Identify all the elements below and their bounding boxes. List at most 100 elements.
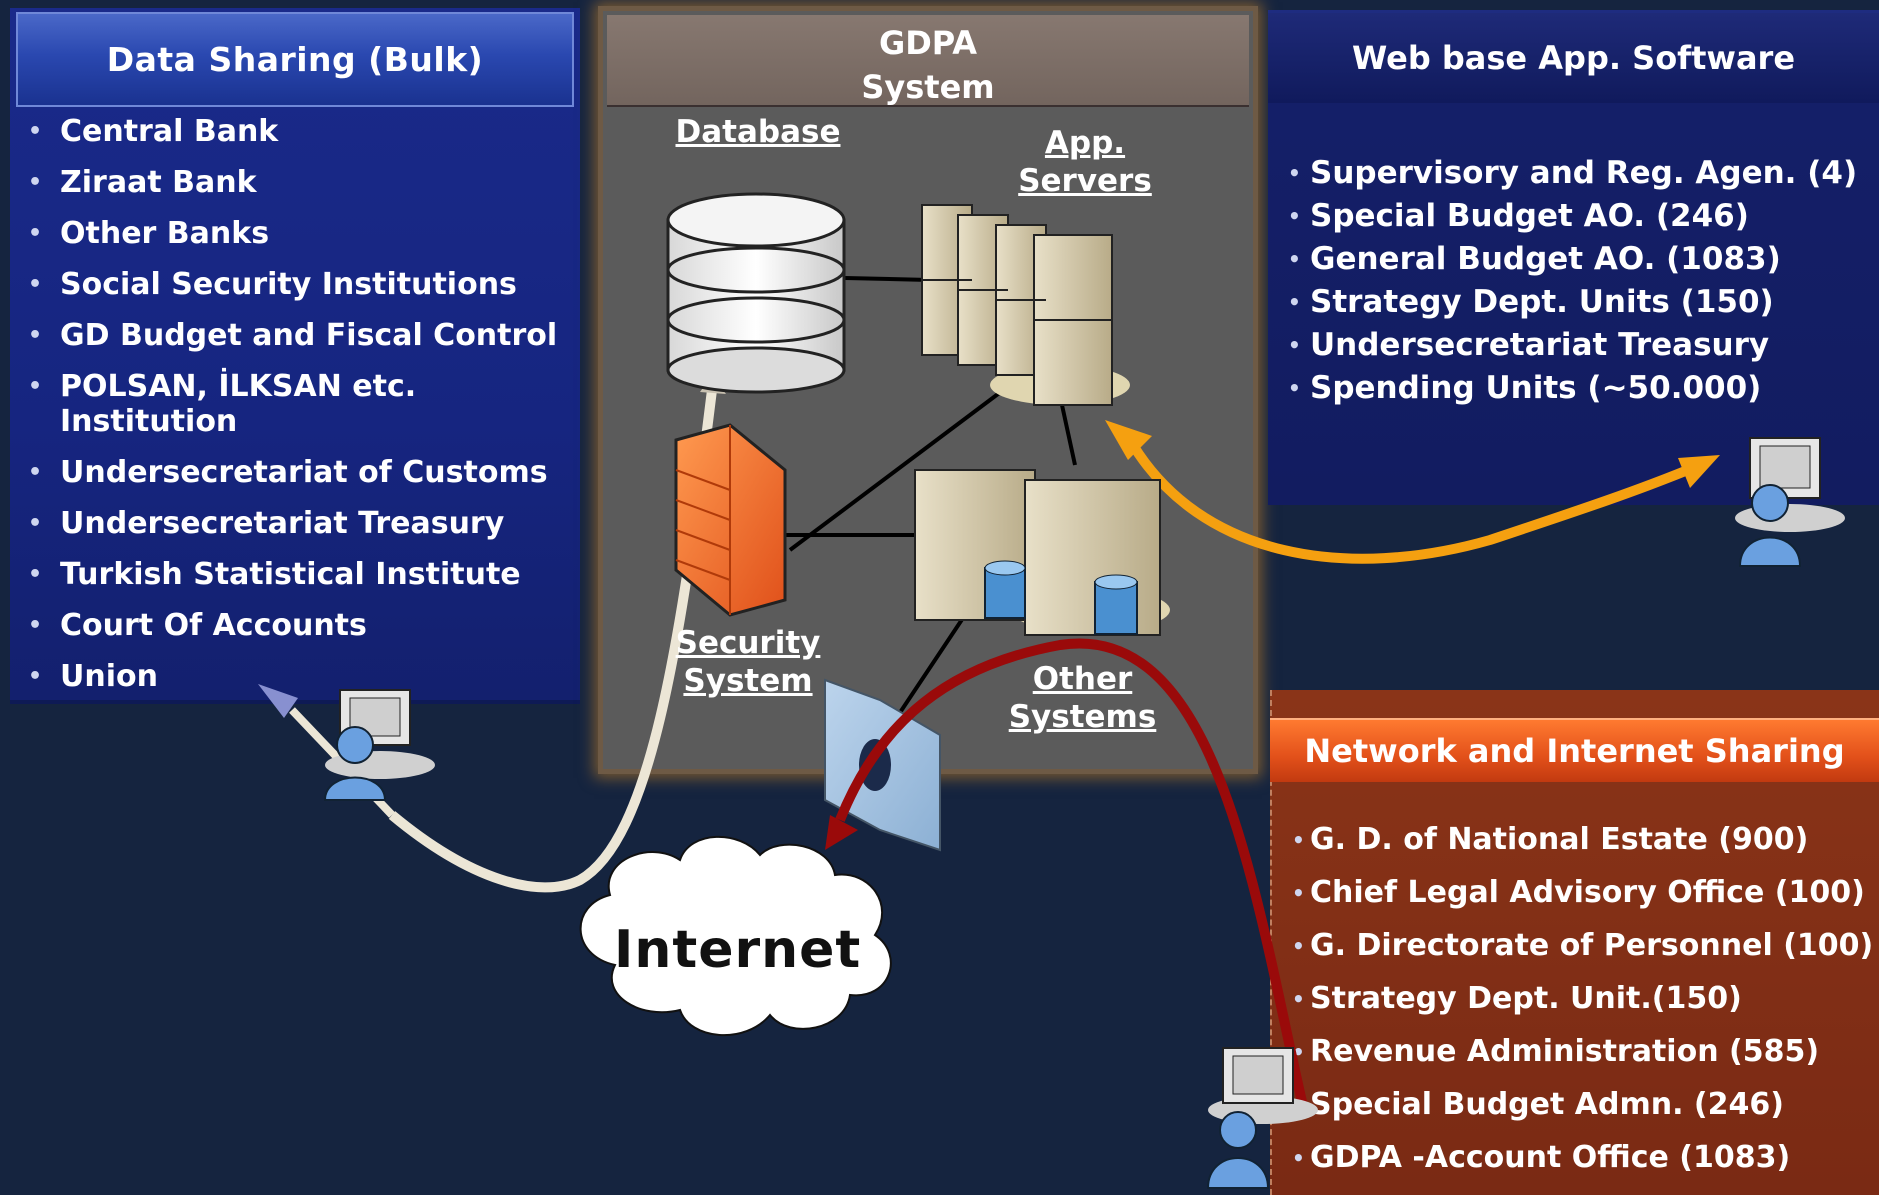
bullet-icon: •	[28, 562, 43, 587]
bulk-sharing-item: • Court Of Accounts	[14, 608, 572, 643]
web-app-item: • Strategy Dept. Units (150)	[1288, 281, 1857, 324]
bullet-icon: •	[1288, 204, 1301, 228]
network-sharing-item: • GDPA -Account Office (1083)	[1292, 1140, 1873, 1176]
app-servers-line2: Servers	[1018, 163, 1152, 199]
bulk-sharing-panel: Data Sharing (Bulk) •Central Bank•Ziraat…	[10, 8, 580, 704]
bullet-icon: •	[1288, 247, 1301, 271]
bulk-sharing-item-label: Ziraat Bank	[60, 165, 257, 200]
network-sharing-item: •Chief Legal Advisory Office (100)	[1292, 875, 1873, 911]
database-label: Database	[675, 114, 841, 150]
network-sharing-item-label: Special Budget Admn. (246)	[1310, 1087, 1784, 1122]
bullet-icon: •	[28, 460, 43, 485]
bulk-sharing-item-label: Central Bank	[60, 114, 279, 149]
bulk-sharing-item-label: Social Security Institutions	[60, 267, 517, 302]
web-app-item: • Supervisory and Reg. Agen. (4)	[1288, 152, 1857, 195]
bullet-icon: •	[1292, 881, 1305, 905]
app-servers-label: App. Servers	[1010, 124, 1160, 200]
server-cluster-icon	[921, 204, 1130, 406]
bulk-sharing-item: • POLSAN, İLKSAN etc. Institution	[14, 369, 572, 439]
other-systems-label: Other Systems	[1000, 660, 1165, 736]
bulk-sharing-item: • Ziraat Bank	[14, 165, 572, 200]
network-sharing-item-label: Chief Legal Advisory Office (100)	[1310, 875, 1865, 910]
bullet-icon: •	[28, 323, 43, 348]
bullet-icon: •	[28, 664, 43, 689]
bulk-sharing-item-label: GD Budget and Fiscal Control	[60, 318, 558, 353]
database-icon	[666, 192, 846, 394]
network-sharing-item-label: G. D. of National Estate (900)	[1310, 822, 1809, 857]
gdpa-title-line2: System	[861, 68, 995, 106]
bulk-sharing-item: • Social Security Institutions	[14, 267, 572, 302]
security-line1: Security	[675, 625, 821, 661]
bulk-sharing-item-label: Turkish Statistical Institute	[60, 557, 521, 592]
bullet-icon: •	[28, 613, 43, 638]
web-app-item-label: Supervisory and Reg. Agen. (4)	[1310, 155, 1858, 191]
network-sharing-item: •G. Directorate of Personnel (100)	[1292, 928, 1873, 964]
bullet-icon: •	[1288, 161, 1301, 185]
workstation-user-icon-right-bottom	[1206, 1047, 1318, 1189]
bullet-icon: •	[1288, 333, 1301, 357]
cloud-icon	[579, 835, 892, 1036]
bulk-sharing-item-label: POLSAN, İLKSAN etc. Institution	[60, 369, 417, 439]
web-app-item: • General Budget AO. (1083)	[1288, 238, 1857, 281]
web-app-item: • Undersecretariat Treasury	[1288, 324, 1857, 367]
bulk-sharing-item: • Other Banks	[14, 216, 572, 251]
bulk-sharing-item: • Undersecretariat Treasury	[14, 506, 572, 541]
network-sharing-item-label: Strategy Dept. Unit.(150)	[1310, 981, 1742, 1016]
bullet-icon: •	[28, 272, 43, 297]
web-app-panel: Web base App. Software	[1268, 10, 1879, 505]
connection-lines	[785, 276, 1077, 722]
web-app-item-label: Special Budget AO. (246)	[1310, 198, 1749, 234]
web-app-item-label: Strategy Dept. Units (150)	[1310, 284, 1774, 320]
network-sharing-item: •Special Budget Admn. (246)	[1292, 1087, 1873, 1123]
bullet-icon: •	[1288, 290, 1301, 314]
workstation-user-icon-left	[323, 689, 435, 801]
bulk-sharing-item: • Union	[14, 659, 572, 694]
bullet-icon: •	[28, 511, 43, 536]
bullet-icon: •	[1292, 987, 1305, 1011]
other-line2: Systems	[1008, 699, 1157, 735]
gdpa-system-title: GDPA System	[607, 15, 1249, 107]
network-sharing-item: •Strategy Dept. Unit.(150)	[1292, 981, 1873, 1017]
bulk-sharing-item-label: Other Banks	[60, 216, 270, 251]
security-system-label: Security System	[668, 624, 828, 700]
gdpa-title-line1: GDPA	[878, 24, 978, 62]
internet-label: Internet	[614, 920, 862, 980]
network-sharing-arrow	[825, 638, 1310, 1117]
bullet-icon: •	[28, 374, 43, 399]
bullet-icon: •	[1288, 376, 1301, 400]
workstation-user-icon-right-top	[1735, 437, 1845, 567]
web-app-arrow	[1105, 420, 1720, 564]
bulk-sharing-arrow	[258, 375, 726, 893]
web-app-item-label: General Budget AO. (1083)	[1310, 241, 1781, 277]
bulk-sharing-title: Data Sharing (Bulk)	[16, 12, 574, 107]
web-app-item: • Spending Units (~50.000)	[1288, 367, 1857, 410]
bulk-sharing-item-label: Undersecretariat of Customs	[60, 455, 548, 490]
bulk-sharing-item-label: Undersecretariat Treasury	[60, 506, 505, 541]
security-line2: System	[683, 663, 813, 699]
network-sharing-item-label: GDPA -Account Office (1083)	[1310, 1140, 1791, 1175]
bullet-icon: •	[28, 221, 43, 246]
web-app-item-label: Spending Units (~50.000)	[1310, 370, 1762, 406]
bullet-icon: •	[1292, 1146, 1305, 1170]
network-sharing-list: •G. D. of National Estate (900)•Chief Le…	[1292, 822, 1873, 1193]
web-app-item-label: Undersecretariat Treasury	[1310, 327, 1770, 363]
wall-gateway-icon	[824, 678, 941, 852]
bulk-sharing-item: •Central Bank	[14, 114, 572, 149]
file-server-icon	[914, 469, 1170, 636]
web-app-title: Web base App. Software	[1268, 13, 1879, 103]
bullet-icon: •	[1292, 828, 1305, 852]
bulk-sharing-item: • Undersecretariat of Customs	[14, 455, 572, 490]
network-sharing-item-label: G. Directorate of Personnel (100)	[1310, 928, 1874, 963]
network-sharing-item: • Revenue Administration (585)	[1292, 1034, 1873, 1070]
bulk-sharing-item-label: Court Of Accounts	[60, 608, 367, 643]
bullet-icon: •	[28, 170, 43, 195]
bulk-sharing-item-label: Union	[60, 659, 158, 694]
firewall-icon	[674, 423, 787, 617]
network-sharing-item: •G. D. of National Estate (900)	[1292, 822, 1873, 858]
network-sharing-title: Network and Internet Sharing	[1270, 718, 1879, 782]
bulk-sharing-list: •Central Bank•Ziraat Bank•Other Banks•So…	[14, 114, 572, 710]
web-app-item: • Special Budget AO. (246)	[1288, 195, 1857, 238]
bullet-icon: •	[1292, 934, 1305, 958]
network-sharing-item-label: Revenue Administration (585)	[1310, 1034, 1820, 1069]
